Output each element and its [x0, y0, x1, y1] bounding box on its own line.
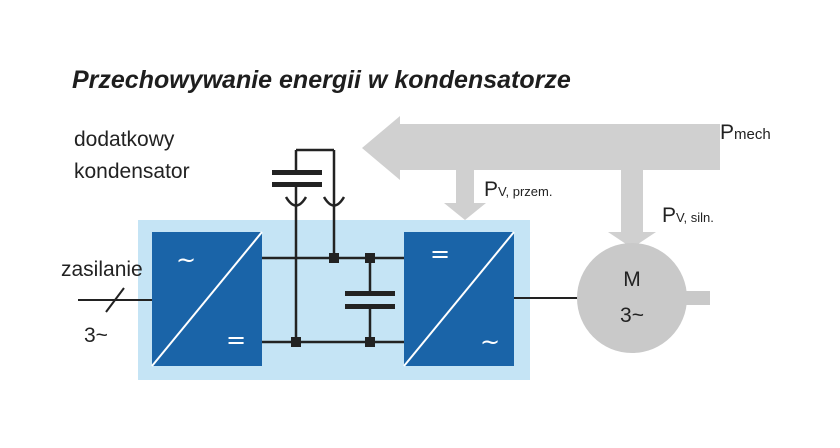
p-mech-arrow: [362, 116, 720, 180]
pv-converter-arrow: [444, 170, 486, 220]
p-mech-main: P: [720, 121, 734, 144]
inverter-ac-symbol: ~: [480, 328, 500, 356]
dc-link-capacitor-plate-top: [345, 291, 395, 296]
extra-capacitor-label-line1: dodatkowy: [74, 128, 175, 151]
pv-motor-sub: V, siln.: [676, 210, 714, 225]
rectifier: ~ =: [151, 231, 263, 367]
p-mech-sub: mech: [734, 126, 771, 143]
pv-motor-main: P: [662, 204, 676, 227]
capacitor-plates: [272, 170, 395, 309]
extra-capacitor-label-line2: kondensator: [74, 160, 190, 183]
extra-capacitor-plate-bottom: [272, 182, 322, 187]
motor: M 3~: [577, 243, 710, 353]
junctions: [291, 253, 375, 347]
diagram-title: Przechowywanie energii w kondensatorze: [72, 66, 571, 94]
p-mech-label: Pmech: [720, 121, 771, 144]
pv-motor-label: PV, siln.: [662, 204, 714, 227]
supply-label: zasilanie: [61, 258, 143, 281]
pv-motor-arrow: [608, 170, 656, 248]
supply-phase-label: 3~: [84, 324, 108, 347]
pv-converter-main: P: [484, 178, 498, 201]
motor-label: M: [623, 268, 641, 291]
supply-line: [78, 287, 152, 313]
three-phase-slash: [105, 287, 125, 313]
dc-link-capacitor-plate-bottom: [345, 304, 395, 309]
rectifier-ac-symbol: ~: [176, 246, 196, 274]
rectifier-dc-symbol: =: [226, 326, 246, 354]
inverter: = ~: [403, 231, 515, 367]
inverter-dc-symbol: =: [430, 240, 450, 268]
motor-shaft: [680, 291, 710, 305]
power-flow-arrows: [362, 116, 720, 248]
pv-converter-label: PV, przem.: [484, 178, 552, 201]
pv-converter-sub: V, przem.: [498, 184, 552, 199]
extra-capacitor-plate-top: [272, 170, 322, 175]
motor-phase-label: 3~: [620, 304, 644, 327]
